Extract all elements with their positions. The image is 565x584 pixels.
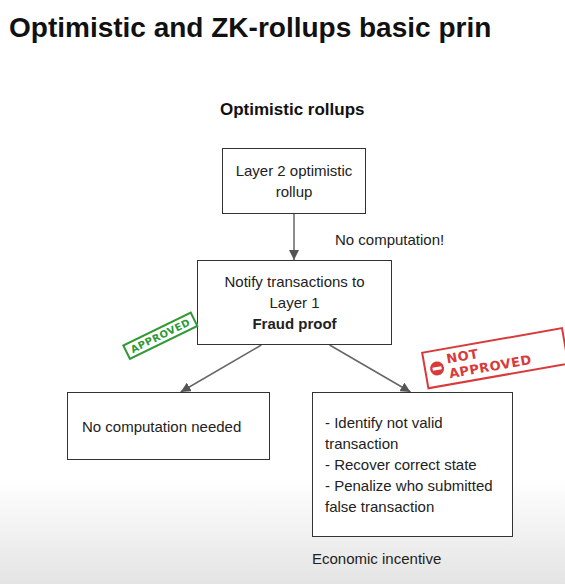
stamp-text: APPROVED [129, 316, 192, 354]
node-text: Fraud proof [208, 313, 381, 334]
flow-arrow [181, 345, 262, 392]
node-text: - Penalize who submitted false transacti… [325, 475, 500, 517]
flow-arrow [330, 345, 411, 392]
note-text: Economic incentive [312, 550, 441, 567]
edge-label: No computation! [333, 231, 446, 248]
section-heading: Optimistic rollups [220, 100, 365, 120]
process-box: Notify transactions to Layer 1Fraud proo… [197, 260, 392, 345]
node-text: - Recover correct state [325, 454, 500, 475]
stamp-text: NOT APPROVED [445, 332, 562, 381]
slide-title: Optimistic and ZK-rollups basic prin [9, 12, 491, 44]
not-approved-stamp: NOT APPROVED [421, 327, 565, 389]
stop-icon [428, 359, 446, 377]
approved-stamp: APPROVED [122, 311, 199, 360]
node-text: - Identify not valid transaction [325, 412, 500, 454]
node-text: No computation needed [82, 416, 255, 437]
process-box: No computation needed [67, 392, 270, 460]
node-text: Layer 2 optimistic rollup [233, 160, 355, 202]
outcome-box: - Identify not valid transaction- Recove… [312, 392, 513, 537]
flow-arrow [293, 214, 295, 260]
process-box: Layer 2 optimistic rollup [222, 148, 366, 214]
node-text: Notify transactions to Layer 1 [208, 271, 381, 313]
